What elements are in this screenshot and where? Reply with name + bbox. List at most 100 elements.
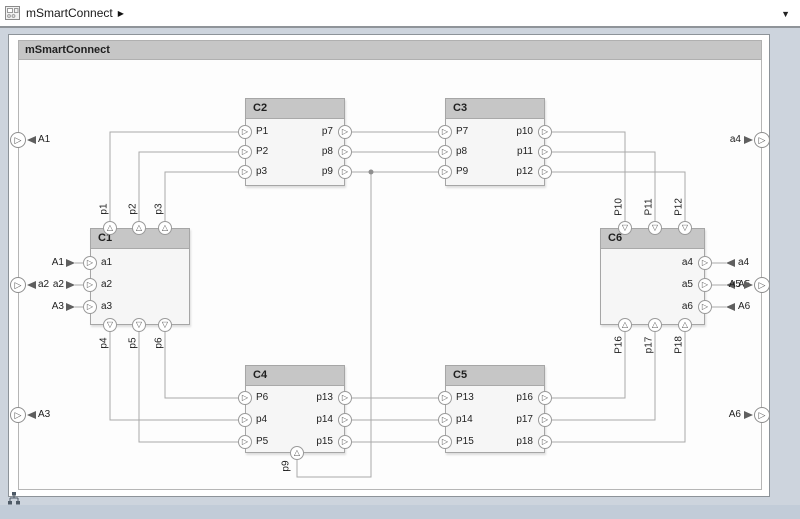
connection-stub-arrow-icon	[726, 303, 735, 311]
port-label: p8	[321, 146, 333, 157]
port-arrow-icon: △	[293, 448, 301, 457]
port-C5-p17[interactable]: ▷	[538, 413, 552, 427]
port-C1-p2-top[interactable]: △	[132, 221, 146, 235]
port-C2-P2[interactable]: ▷	[238, 145, 252, 159]
port-C6-P16-bottom[interactable]: △	[618, 318, 632, 332]
port-C4-P5[interactable]: ▷	[238, 435, 252, 449]
port-arrow-icon: ▷	[86, 280, 94, 289]
connection-stub-arrow-icon	[66, 281, 75, 289]
port-label: p2	[127, 203, 139, 215]
port-arrow-icon: ▷	[241, 393, 249, 402]
port-label: P9	[456, 166, 469, 177]
port-arrow-icon: ▷	[341, 437, 349, 446]
boundary-port-label: A1	[38, 134, 51, 145]
port-arrow-icon: ▷	[541, 393, 549, 402]
connection-stub-arrow-icon	[744, 281, 753, 289]
port-C3-P9[interactable]: ▷	[438, 165, 452, 179]
breadcrumb-expand-icon[interactable]: ▶	[117, 8, 124, 18]
boundary-port-A3[interactable]: ▷	[10, 407, 26, 423]
port-C1-p3-top[interactable]: △	[158, 221, 172, 235]
port-C2-p9[interactable]: ▷	[338, 165, 352, 179]
boundary-port-A6[interactable]: ▷	[754, 407, 770, 423]
port-C5-p18[interactable]: ▷	[538, 435, 552, 449]
port-C1-a2[interactable]: ▷	[83, 278, 97, 292]
port-C2-p8[interactable]: ▷	[338, 145, 352, 159]
port-C3-p12[interactable]: ▷	[538, 165, 552, 179]
port-arrow-icon: △	[106, 223, 114, 232]
boundary-port-label: a4	[729, 134, 741, 145]
port-C3-p10[interactable]: ▷	[538, 125, 552, 139]
port-C5-P13[interactable]: ▷	[438, 391, 452, 405]
port-label: p4	[256, 414, 268, 425]
port-arrow-icon: ▷	[701, 280, 709, 289]
component-C3[interactable]: C3	[445, 98, 545, 186]
port-C5-P15[interactable]: ▷	[438, 435, 452, 449]
port-label: P1	[256, 126, 269, 137]
port-C1-p4-bottom[interactable]: ▽	[103, 318, 117, 332]
connection-stub-label: a4	[738, 257, 750, 268]
port-C6-a5[interactable]: ▷	[698, 278, 712, 292]
port-C3-P7[interactable]: ▷	[438, 125, 452, 139]
port-C4-P6[interactable]: ▷	[238, 391, 252, 405]
boundary-port-A1[interactable]: ▷	[10, 132, 26, 148]
breadcrumb-model-name[interactable]: mSmartConnect	[26, 6, 113, 20]
port-C5-p14[interactable]: ▷	[438, 413, 452, 427]
port-arrow-icon: ▷	[241, 167, 249, 176]
port-arrow-icon: ▷	[441, 167, 449, 176]
port-label: p17	[643, 336, 655, 354]
port-label: P12	[673, 198, 685, 216]
port-arrow-icon: △	[651, 320, 659, 329]
port-C4-p9-bottom[interactable]: △	[290, 446, 304, 460]
boundary-port-a2[interactable]: ▷	[10, 277, 26, 293]
port-label: P18	[673, 336, 685, 354]
port-C2-p3[interactable]: ▷	[238, 165, 252, 179]
port-C6-p17-bottom[interactable]: △	[648, 318, 662, 332]
port-C3-p8[interactable]: ▷	[438, 145, 452, 159]
boundary-port-a4[interactable]: ▷	[754, 132, 770, 148]
port-C1-a3[interactable]: ▷	[83, 300, 97, 314]
component-C5[interactable]: C5	[445, 365, 545, 453]
port-C1-p1-top[interactable]: △	[103, 221, 117, 235]
port-C1-a1[interactable]: ▷	[83, 256, 97, 270]
port-label: p8	[456, 146, 468, 157]
port-arrow-icon: ▷	[541, 167, 549, 176]
port-C4-p4[interactable]: ▷	[238, 413, 252, 427]
port-C6-a6[interactable]: ▷	[698, 300, 712, 314]
port-C6-P10-top[interactable]: ▽	[618, 221, 632, 235]
port-C6-a4[interactable]: ▷	[698, 256, 712, 270]
port-C1-p5-bottom[interactable]: ▽	[132, 318, 146, 332]
port-label: p9	[280, 460, 292, 472]
port-label: P15	[456, 436, 474, 447]
port-C1-p6-bottom[interactable]: ▽	[158, 318, 172, 332]
port-C6-P12-top[interactable]: ▽	[678, 221, 692, 235]
port-label: P7	[456, 126, 469, 137]
port-C4-p15[interactable]: ▷	[338, 435, 352, 449]
bottom-scroll-strip[interactable]	[0, 505, 800, 519]
port-label: p14	[316, 414, 333, 425]
port-C4-p13[interactable]: ▷	[338, 391, 352, 405]
hierarchy-icon[interactable]	[7, 492, 21, 510]
port-arrow-icon: ▷	[341, 147, 349, 156]
port-label: p14	[456, 414, 473, 425]
port-arrow-icon: ▷	[541, 127, 549, 136]
port-label: a5	[681, 279, 693, 290]
port-label: P16	[613, 336, 625, 354]
boundary-port-label: A6	[728, 409, 741, 420]
connection-stub-arrow-icon	[27, 411, 36, 419]
port-C2-p7[interactable]: ▷	[338, 125, 352, 139]
port-arrow-icon: ▷	[541, 437, 549, 446]
port-C2-P1[interactable]: ▷	[238, 125, 252, 139]
port-C6-P18-bottom[interactable]: △	[678, 318, 692, 332]
port-C4-p14[interactable]: ▷	[338, 413, 352, 427]
port-C5-p16[interactable]: ▷	[538, 391, 552, 405]
port-arrow-icon: ▷	[341, 393, 349, 402]
boundary-port-A5[interactable]: ▷	[754, 277, 770, 293]
port-arrow-icon: ▷	[758, 134, 766, 145]
chevron-down-icon[interactable]: ▼	[781, 9, 790, 19]
port-C6-P11-top[interactable]: ▽	[648, 221, 662, 235]
component-C6[interactable]: C6	[600, 228, 705, 325]
port-label: p3	[256, 166, 268, 177]
port-arrow-icon: △	[135, 223, 143, 232]
component-C2[interactable]: C2	[245, 98, 345, 186]
port-C3-p11[interactable]: ▷	[538, 145, 552, 159]
